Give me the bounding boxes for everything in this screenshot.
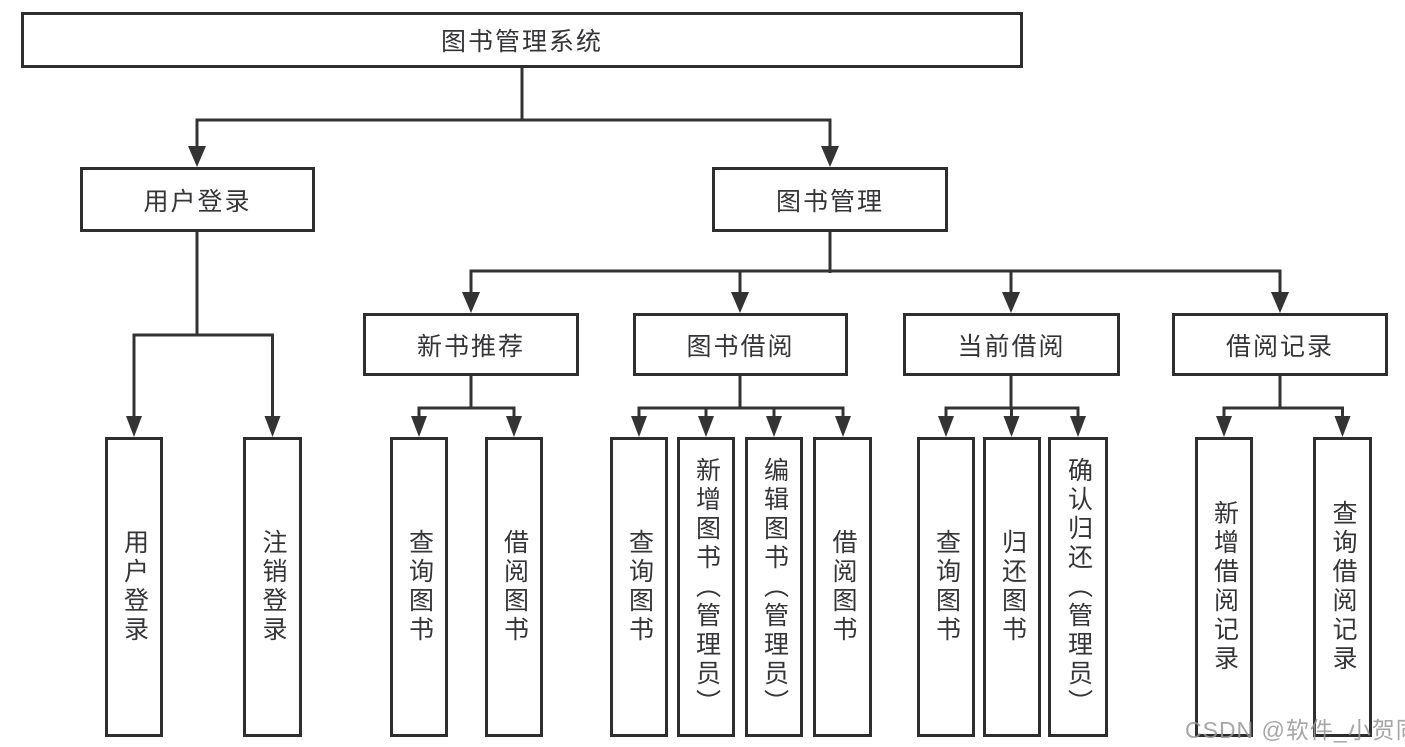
leaf-current-return-books-label: 归还图书 (998, 529, 1027, 645)
leaf-borrow-borrow-books-label: 借阅图书 (829, 529, 857, 645)
leaf-borrow-add-books-admin-label: 新增图书（管理员） (692, 456, 721, 718)
arrowhead (1002, 292, 1020, 313)
arrowhead (1216, 416, 1232, 437)
arrowhead (821, 146, 839, 167)
connector-records-to-leaves (1222, 376, 1344, 421)
arrowhead (506, 416, 522, 437)
node-user-login: 用户登录 (80, 167, 315, 232)
leaf-records-add-record-label: 新增借阅记录 (1210, 500, 1239, 674)
leaf-recommend-query-books-label: 查询图书 (405, 529, 434, 645)
leaf-current-query-books-label: 查询图书 (932, 529, 961, 645)
node-book-management-label: 图书管理 (775, 187, 884, 216)
arrowhead (766, 416, 782, 437)
leaf-current-confirm-return-admin-label: 确认归还（管理员） (1064, 456, 1093, 718)
arrowhead (698, 416, 714, 437)
arrowhead (835, 416, 851, 437)
leaf-records-query-record: 查询借阅记录 (1313, 437, 1372, 737)
leaf-records-add-record: 新增借阅记录 (1195, 437, 1253, 737)
leaf-current-query-books: 查询图书 (917, 437, 975, 737)
csdn-watermark: CSDN @软件_小贺同学 (1185, 717, 1405, 743)
arrowhead (1003, 416, 1020, 437)
arrowhead (411, 416, 427, 437)
leaf-recommend-query-books: 查询图书 (390, 437, 448, 737)
node-new-book-recommend-label: 新书推荐 (416, 332, 525, 361)
node-user-login-label: 用户登录 (143, 187, 252, 216)
node-borrowing-records-label: 借阅记录 (1225, 332, 1334, 361)
leaf-user-login-label: 用户登录 (120, 529, 149, 645)
connector-root-to-level2 (195, 68, 832, 151)
arrowhead (938, 416, 954, 437)
node-book-management: 图书管理 (712, 167, 948, 232)
connector-borrow-to-leaves (637, 376, 845, 421)
leaf-borrow-add-books-admin: 新增图书（管理员） (677, 437, 735, 737)
connector-current-to-leaves (944, 376, 1080, 421)
arrowhead (1070, 416, 1086, 437)
node-library-system-label: 图书管理系统 (440, 28, 603, 56)
arrowhead (264, 416, 281, 437)
node-library-system: 图书管理系统 (21, 12, 1023, 68)
leaf-recommend-borrow-books-label: 借阅图书 (500, 529, 529, 645)
node-new-book-recommend: 新书推荐 (363, 313, 579, 376)
leaf-records-query-record-label: 查询借阅记录 (1329, 500, 1357, 674)
leaf-logout: 注销登录 (243, 437, 302, 737)
arrowhead (126, 416, 142, 437)
arrowhead (188, 146, 206, 167)
node-current-borrowing-label: 当前借阅 (957, 332, 1066, 361)
leaf-borrow-query-books-label: 查询图书 (625, 529, 654, 645)
leaf-borrow-edit-books-admin-label: 编辑图书（管理员） (760, 456, 789, 718)
arrowhead (1334, 416, 1351, 437)
arrowhead (1271, 292, 1289, 313)
leaf-current-return-books: 归还图书 (983, 437, 1041, 737)
leaf-current-confirm-return-admin: 确认归还（管理员） (1048, 437, 1108, 737)
arrowhead (462, 292, 480, 313)
leaf-recommend-borrow-books: 借阅图书 (485, 437, 543, 737)
connector-userlogin-to-leaves (132, 232, 274, 421)
connector-bookmgmt-to-level3 (469, 232, 1282, 297)
leaf-borrow-query-books: 查询图书 (610, 437, 668, 737)
leaf-borrow-borrow-books: 借阅图书 (813, 437, 872, 737)
leaf-borrow-edit-books-admin: 编辑图书（管理员） (745, 437, 803, 737)
node-borrowing-records: 借阅记录 (1172, 313, 1388, 376)
node-current-borrowing: 当前借阅 (903, 313, 1120, 376)
arrowhead (731, 292, 749, 313)
connector-newbook-to-leaves (417, 376, 516, 421)
node-book-borrowing: 图书借阅 (633, 313, 848, 376)
leaf-logout-label: 注销登录 (259, 529, 287, 645)
arrowhead (631, 416, 647, 437)
leaf-user-login: 用户登录 (105, 437, 163, 737)
node-book-borrowing-label: 图书借阅 (686, 332, 795, 361)
